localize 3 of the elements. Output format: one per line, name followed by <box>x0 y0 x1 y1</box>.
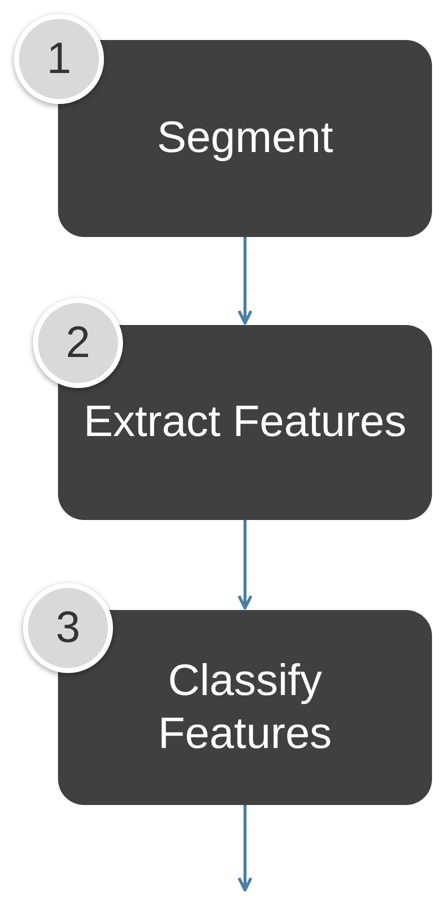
arrow <box>238 520 252 610</box>
arrow <box>238 237 252 324</box>
arrow <box>238 805 252 892</box>
